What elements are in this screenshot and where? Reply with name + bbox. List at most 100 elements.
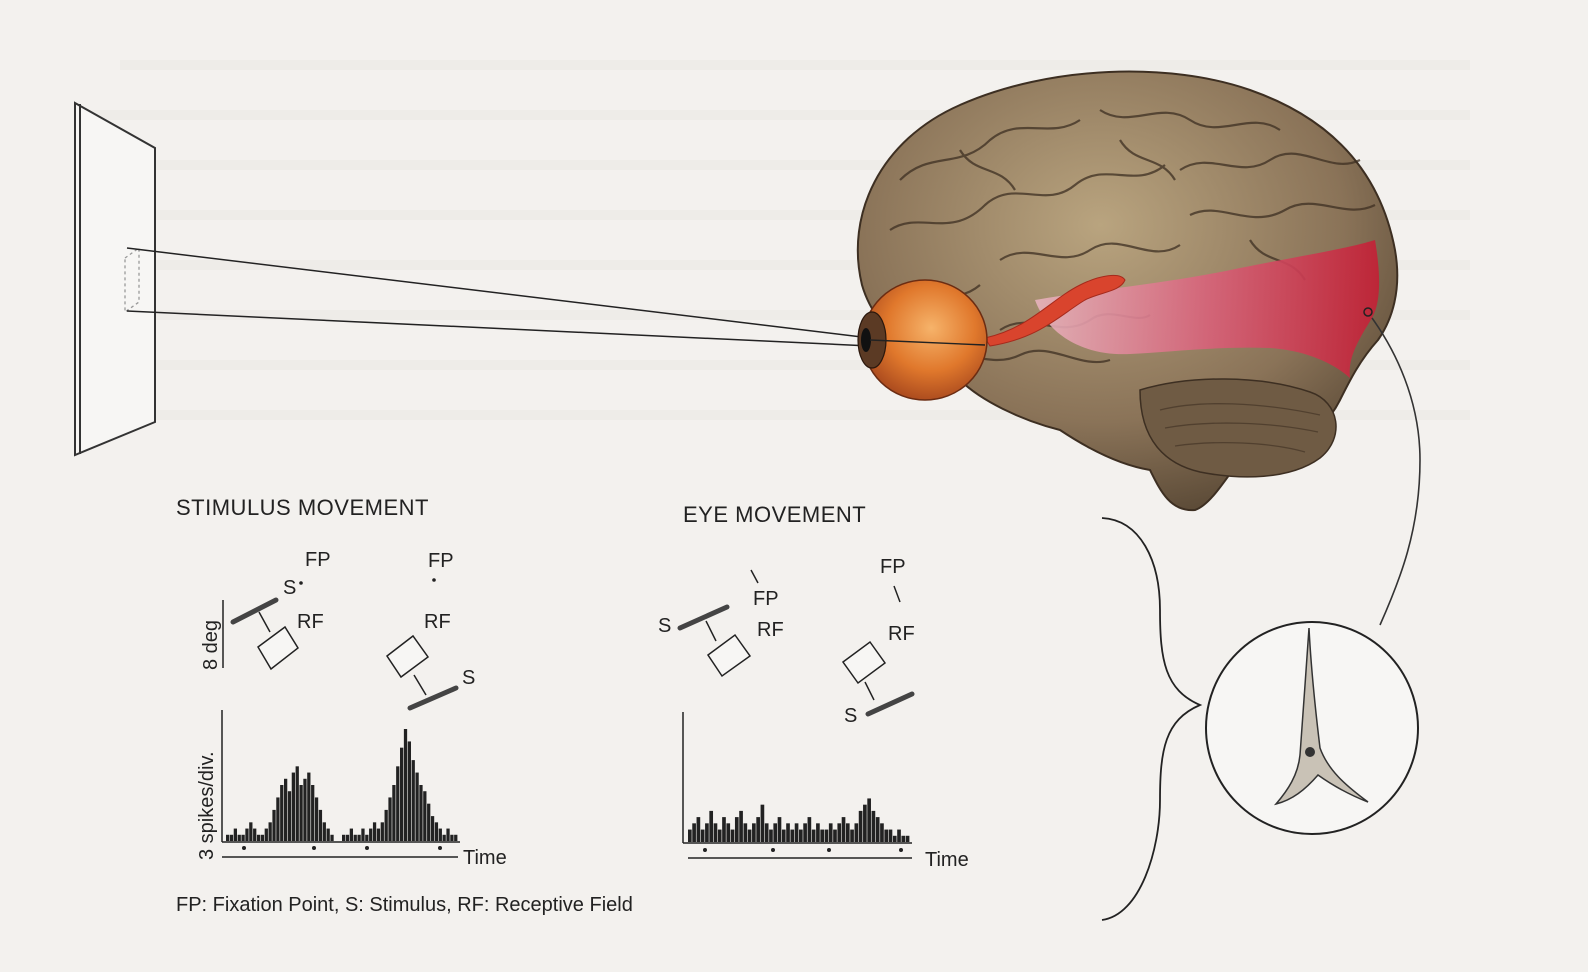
stim-histogram-bin bbox=[314, 797, 319, 841]
eye-right-receptive-field bbox=[841, 640, 887, 685]
stim-histogram-bin bbox=[326, 828, 330, 841]
stim-histogram-bin bbox=[369, 828, 373, 841]
stim-histogram-bin bbox=[450, 834, 454, 841]
eye-histogram bbox=[688, 798, 910, 842]
eye-histogram-bin bbox=[739, 810, 743, 842]
stim-histogram-bin bbox=[303, 778, 307, 841]
stim-histogram-bin bbox=[284, 778, 288, 841]
stim-histogram-bin bbox=[287, 791, 292, 841]
stim-histogram-bin bbox=[427, 803, 431, 841]
eye-right-rf-label: RF bbox=[888, 623, 915, 645]
stim-histogram-bin bbox=[330, 834, 334, 841]
stim-histogram-bin bbox=[229, 834, 234, 841]
eye-histogram-bin bbox=[743, 823, 748, 842]
stimulus-panel-title: STIMULUS MOVEMENT bbox=[176, 495, 429, 520]
stim-histogram-bin bbox=[249, 822, 253, 841]
eye-histogram-bin bbox=[807, 817, 812, 842]
stim-histogram-bin bbox=[380, 822, 384, 841]
stim-histogram-bin bbox=[299, 785, 303, 841]
stim-histogram-bin bbox=[260, 834, 265, 841]
eye-histogram-bin bbox=[824, 829, 829, 842]
stim-right-bar-stimulus bbox=[407, 685, 459, 711]
eye-left-bar-stimulus bbox=[677, 604, 730, 631]
eye-histogram-bin bbox=[837, 823, 842, 842]
projection-screen bbox=[74, 101, 156, 457]
scale-label: 8 deg bbox=[200, 620, 222, 670]
eye-histogram-bin bbox=[717, 829, 722, 842]
stim-histogram-bin bbox=[349, 828, 353, 841]
stim-histogram-bin bbox=[241, 834, 245, 841]
legend-text: FP: Fixation Point, S: Stimulus, RF: Rec… bbox=[176, 894, 633, 916]
stim-right-rf-label: RF bbox=[424, 611, 451, 633]
eye-histogram-bin bbox=[705, 823, 709, 842]
eye-histogram-bin bbox=[747, 829, 752, 842]
eye-histogram-bin bbox=[799, 829, 803, 842]
eye-histogram-bin bbox=[880, 823, 884, 842]
eye-histogram-bin bbox=[692, 823, 696, 842]
eye-histogram-bin bbox=[756, 817, 760, 842]
electrode-cable bbox=[1371, 317, 1421, 626]
eye-right-fp-label: FP bbox=[880, 556, 906, 578]
eye-right-bar-stimulus bbox=[865, 691, 915, 717]
stim-histogram-bin bbox=[423, 791, 427, 841]
eye-histogram-bin bbox=[888, 829, 893, 842]
stim-histogram-bin bbox=[237, 834, 241, 841]
eye-movement-panel: EYE MOVEMENT FP RF S FP RF S Time bbox=[658, 502, 969, 871]
stim-histogram-bin bbox=[400, 747, 404, 841]
stim-time-label: Time bbox=[463, 847, 507, 869]
stim-histogram-bin bbox=[430, 816, 435, 841]
eye-histogram-bin bbox=[722, 817, 726, 842]
stim-histogram-bin bbox=[403, 729, 408, 841]
eye-left-s-label: S bbox=[658, 615, 671, 637]
eye-histogram-bin bbox=[786, 823, 790, 842]
stim-histogram-bin bbox=[407, 741, 411, 841]
eye-histogram-bin bbox=[781, 829, 786, 842]
eye-histogram-bin bbox=[850, 829, 854, 842]
stim-histogram-bin bbox=[226, 834, 230, 841]
stimulus-movement-panel: STIMULUS MOVEMENT FP S RF 8 deg FP RF S … bbox=[176, 495, 507, 869]
eye-histogram-bin bbox=[867, 798, 871, 842]
eye-histogram-bin bbox=[892, 835, 897, 842]
eye-histogram-bin bbox=[845, 823, 850, 842]
eye-time-markers bbox=[703, 848, 903, 852]
eye-histogram-bin bbox=[811, 829, 816, 842]
stim-histogram-bin bbox=[345, 834, 350, 841]
stim-histogram-bin bbox=[357, 834, 361, 841]
stim-histogram-bin bbox=[365, 834, 369, 841]
line-of-sight bbox=[126, 247, 871, 347]
eye-histogram-bin bbox=[884, 829, 889, 842]
stim-histogram-bin bbox=[256, 834, 261, 841]
stim-histogram bbox=[226, 729, 458, 841]
stim-right-fp-label: FP bbox=[428, 550, 454, 572]
neuron-magnified bbox=[1205, 621, 1419, 835]
eye-left-rf-label: RF bbox=[757, 619, 784, 641]
eye-histogram-bin bbox=[803, 823, 807, 842]
eye-histogram-bin bbox=[696, 817, 701, 842]
eye-histogram-bin bbox=[854, 823, 859, 842]
stim-histogram-bin bbox=[264, 828, 268, 841]
eye-histogram-bin bbox=[790, 829, 795, 842]
stim-histogram-bin bbox=[353, 834, 357, 841]
stim-histogram-bin bbox=[291, 772, 295, 841]
stim-left-fp-label: FP bbox=[305, 549, 331, 571]
eye-histogram-bin bbox=[688, 829, 692, 842]
eye-histogram-bin bbox=[897, 829, 901, 842]
eye-histogram-bin bbox=[794, 823, 799, 842]
stim-histogram-bin bbox=[454, 834, 458, 841]
brain-illustration bbox=[856, 70, 1399, 512]
eye-histogram-bin bbox=[828, 823, 833, 842]
stim-left-bar-stimulus bbox=[230, 597, 279, 625]
stim-left-receptive-field bbox=[257, 625, 299, 671]
stim-histogram-bin bbox=[434, 822, 439, 841]
background-bleed-text bbox=[90, 60, 1470, 420]
stim-histogram-bin bbox=[415, 772, 419, 841]
eyeball bbox=[857, 279, 988, 401]
eye-histogram-bin bbox=[709, 810, 714, 842]
stim-right-receptive-field bbox=[385, 634, 430, 679]
eye-histogram-bin bbox=[760, 804, 765, 842]
eye-histogram-bin bbox=[734, 817, 739, 842]
eye-histogram-bin bbox=[833, 829, 837, 842]
eye-panel-title: EYE MOVEMENT bbox=[683, 502, 866, 527]
stim-histogram-bin bbox=[295, 766, 299, 841]
